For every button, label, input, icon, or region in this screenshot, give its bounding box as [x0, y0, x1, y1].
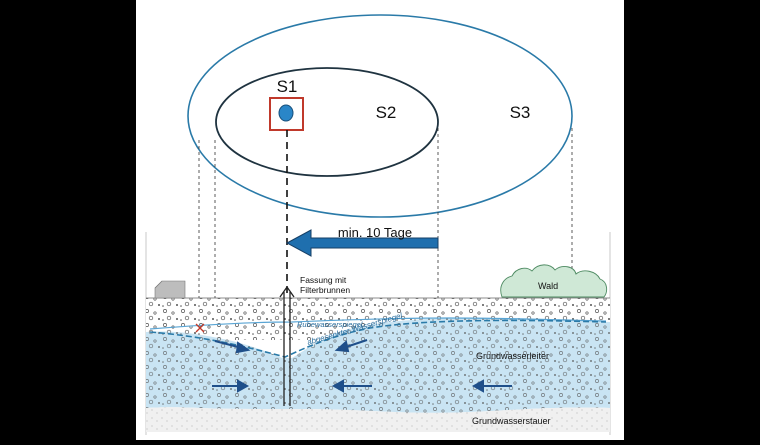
aquitard-texture [146, 407, 610, 432]
travel-time-arrow [285, 229, 439, 257]
flow-arrow [331, 379, 372, 393]
flow-arrow [214, 340, 251, 354]
flow-arrow [334, 339, 368, 353]
well-label-line2: Filterbrunnen [300, 285, 350, 295]
zone-s3-outline [187, 14, 573, 218]
rest-water-table-label: Ruhewasserspiegel [297, 320, 363, 329]
aquifer-label: Grundwasserleiter [476, 351, 549, 361]
zone-s3-label: S3 [510, 103, 531, 122]
zone-s1-label: S1 [277, 77, 298, 96]
house-icon [154, 280, 186, 299]
aquitard-label: Grundwasserstauer [472, 416, 551, 426]
zone-s2-label: S2 [376, 103, 397, 122]
projection-lines [198, 128, 573, 325]
forest-icon [500, 264, 608, 298]
rest-water-table-line [149, 317, 607, 330]
well-marker-icon [278, 104, 294, 122]
contamination-mark-icon [195, 323, 205, 333]
zone-s2-outline [215, 67, 439, 177]
aquifer-gravel-texture [146, 318, 610, 413]
forest-label: Wald [538, 281, 558, 291]
flow-arrow [471, 379, 512, 393]
flow-arrows [212, 339, 512, 393]
travel-time-label: min. 10 Tage [338, 225, 412, 240]
well-head-icon [279, 285, 295, 298]
flow-arrow [212, 379, 250, 393]
well-label-line1: Fassung mit [300, 275, 347, 285]
